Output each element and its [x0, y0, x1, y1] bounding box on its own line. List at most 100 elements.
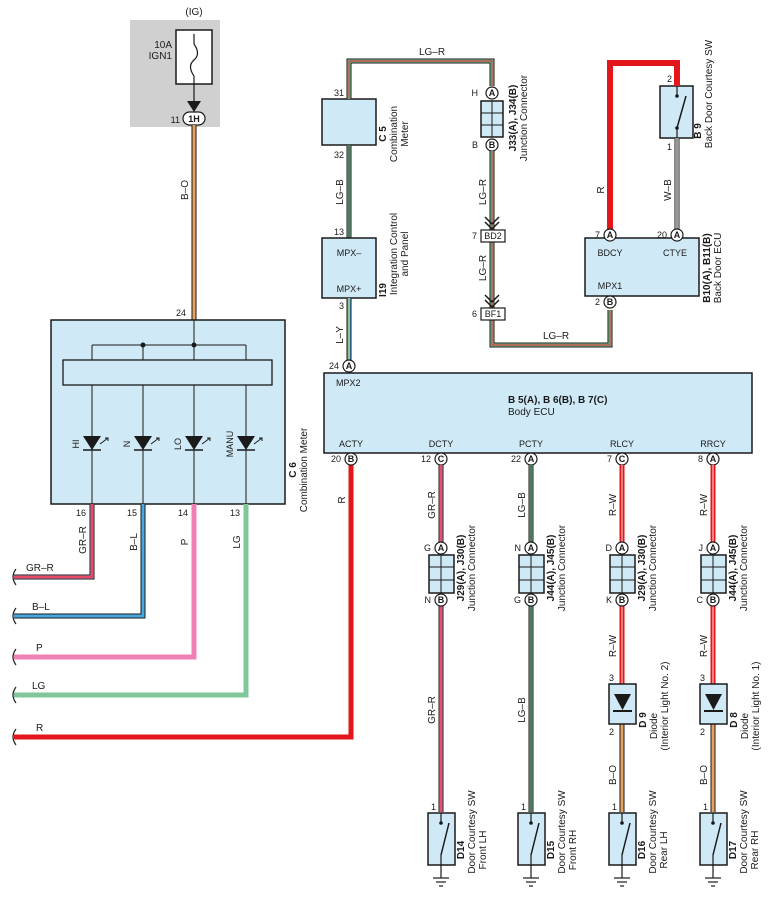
junction-connector-4: A J B C J44(A), J45(B) Junction Connecto…	[697, 524, 751, 611]
wire-p-meter: P P	[12, 504, 197, 666]
door-courtesy-switch-d17: 1 D17 Door Courtesy SW Rear RH	[699, 790, 761, 887]
svg-text:A: A	[528, 543, 535, 553]
svg-text:RLCY: RLCY	[610, 439, 634, 449]
wire-b-o-fuse: B–O 24	[176, 125, 197, 320]
svg-text:Door Courtesy SW: Door Courtesy SW	[467, 790, 478, 874]
svg-text:LG: LG	[32, 681, 46, 692]
svg-text:B: B	[528, 595, 535, 605]
svg-text:A: A	[489, 88, 496, 98]
svg-text:D16: D16	[637, 840, 648, 859]
svg-text:14: 14	[178, 508, 188, 518]
svg-text:7: 7	[472, 231, 477, 241]
svg-text:2: 2	[595, 297, 600, 307]
c6-name: Combination Meter	[299, 427, 310, 512]
svg-text:A: A	[710, 454, 717, 464]
svg-text:N: N	[515, 543, 522, 553]
svg-text:6: 6	[472, 309, 477, 319]
svg-text:15: 15	[127, 508, 137, 518]
combination-meter-c5: 31 32 C 5 Combination Meter	[321, 88, 411, 162]
svg-text:R: R	[36, 723, 43, 734]
svg-text:N: N	[122, 441, 132, 448]
svg-text:R: R	[596, 186, 607, 193]
svg-text:GR–R: GR–R	[427, 491, 438, 519]
svg-text:1H: 1H	[188, 114, 200, 124]
svg-text:MPX–: MPX–	[337, 248, 362, 258]
svg-text:Front LH: Front LH	[478, 831, 489, 870]
svg-text:B: B	[607, 297, 614, 307]
svg-text:R–W: R–W	[608, 493, 619, 516]
svg-text:LO: LO	[173, 438, 183, 450]
svg-text:MPX+: MPX+	[337, 284, 362, 294]
svg-text:P: P	[36, 643, 43, 654]
svg-text:B 5(A), B 6(B), B 7(C): B 5(A), B 6(B), B 7(C)	[508, 395, 607, 406]
svg-text:W–B: W–B	[663, 179, 674, 201]
svg-text:22: 22	[511, 454, 521, 464]
svg-text:G: G	[424, 543, 431, 553]
svg-text:PCTY: PCTY	[519, 439, 543, 449]
svg-text:1: 1	[703, 802, 708, 812]
svg-text:R–W: R–W	[699, 634, 710, 657]
svg-text:L–Y: L–Y	[335, 326, 346, 344]
svg-text:CTYE: CTYE	[663, 248, 687, 258]
svg-text:B: B	[710, 595, 717, 605]
svg-text:R: R	[337, 496, 348, 503]
svg-text:2: 2	[609, 727, 614, 737]
svg-text:BDCY: BDCY	[597, 248, 622, 258]
integration-panel-i19: 13 MPX– MPX+ 3 I19 Integration Control a…	[321, 213, 411, 311]
svg-text:Door Courtesy SW: Door Courtesy SW	[648, 790, 659, 874]
diode-icon	[614, 694, 631, 710]
svg-text:Junction Connector: Junction Connector	[648, 524, 659, 611]
svg-text:Front RH: Front RH	[568, 830, 579, 871]
wire-b-l-meter: B–L B–L	[12, 504, 146, 625]
door-courtesy-switch-d15: 1 D15 Door Courtesy SW Front RH	[517, 790, 579, 887]
svg-text:Back Door ECU: Back Door ECU	[713, 233, 724, 304]
junction-connector-j33: A H B B J33(A), J34(B) Junction Connecto…	[472, 74, 531, 161]
svg-text:Junction Connector: Junction Connector	[557, 524, 568, 611]
svg-text:B–L: B–L	[129, 533, 140, 551]
back-door-courtesy-switch-b9: 2 1 B 9 Back Door Courtesy SW	[659, 39, 715, 152]
svg-text:A: A	[619, 543, 626, 553]
junction-connector-3: A D B K J29(A), J30(B) Junction Connecto…	[606, 524, 660, 611]
svg-text:11: 11	[171, 115, 180, 125]
wire-lg-b: LG–B	[335, 145, 352, 238]
svg-text:G: G	[514, 595, 521, 605]
svg-text:2: 2	[700, 727, 705, 737]
svg-text:B 9: B 9	[693, 123, 704, 139]
svg-text:3: 3	[339, 301, 344, 311]
wire-r-acty: R R	[12, 465, 354, 746]
svg-text:J44(A), J45(B): J44(A), J45(B)	[546, 535, 557, 602]
svg-text:B: B	[619, 595, 626, 605]
svg-text:13: 13	[230, 508, 240, 518]
svg-text:Diode: Diode	[740, 713, 751, 740]
svg-text:J44(A), J45(B): J44(A), J45(B)	[728, 535, 739, 602]
fuse-rating: 10A	[154, 40, 172, 51]
led-manu: MANU	[225, 385, 263, 504]
diode-icon	[705, 694, 722, 710]
svg-text:J: J	[699, 543, 704, 553]
svg-text:MANU: MANU	[225, 431, 235, 458]
svg-text:B: B	[438, 595, 445, 605]
svg-text:Door Courtesy SW: Door Courtesy SW	[739, 790, 750, 874]
svg-text:GR–R: GR–R	[78, 526, 89, 554]
svg-text:A: A	[528, 454, 535, 464]
svg-text:LG–R: LG–R	[478, 179, 489, 205]
led-lo: LO	[173, 385, 211, 504]
junction-connector-1: A G B N J29(A), J30(B) Junction Connecto…	[424, 524, 478, 611]
svg-text:LG–R: LG–R	[419, 47, 445, 58]
connector-bd2: BD2 7	[472, 216, 506, 243]
svg-text:LG–B: LG–B	[335, 179, 346, 205]
svg-text:24: 24	[329, 361, 339, 371]
fuse-ign1: (IG) 10A IGN1 1H 11	[130, 7, 220, 127]
svg-text:Integration Control: Integration Control	[389, 213, 400, 295]
svg-text:GR–R: GR–R	[427, 696, 438, 724]
svg-text:BF1: BF1	[485, 309, 502, 319]
svg-text:7: 7	[595, 230, 600, 240]
svg-text:1: 1	[612, 802, 617, 812]
fuse-icon	[189, 43, 199, 77]
svg-text:H: H	[472, 88, 479, 98]
svg-text:B: B	[348, 454, 355, 464]
svg-text:C: C	[619, 454, 626, 464]
svg-text:R–W: R–W	[699, 493, 710, 516]
svg-text:D: D	[606, 543, 613, 553]
svg-text:3: 3	[700, 673, 705, 683]
